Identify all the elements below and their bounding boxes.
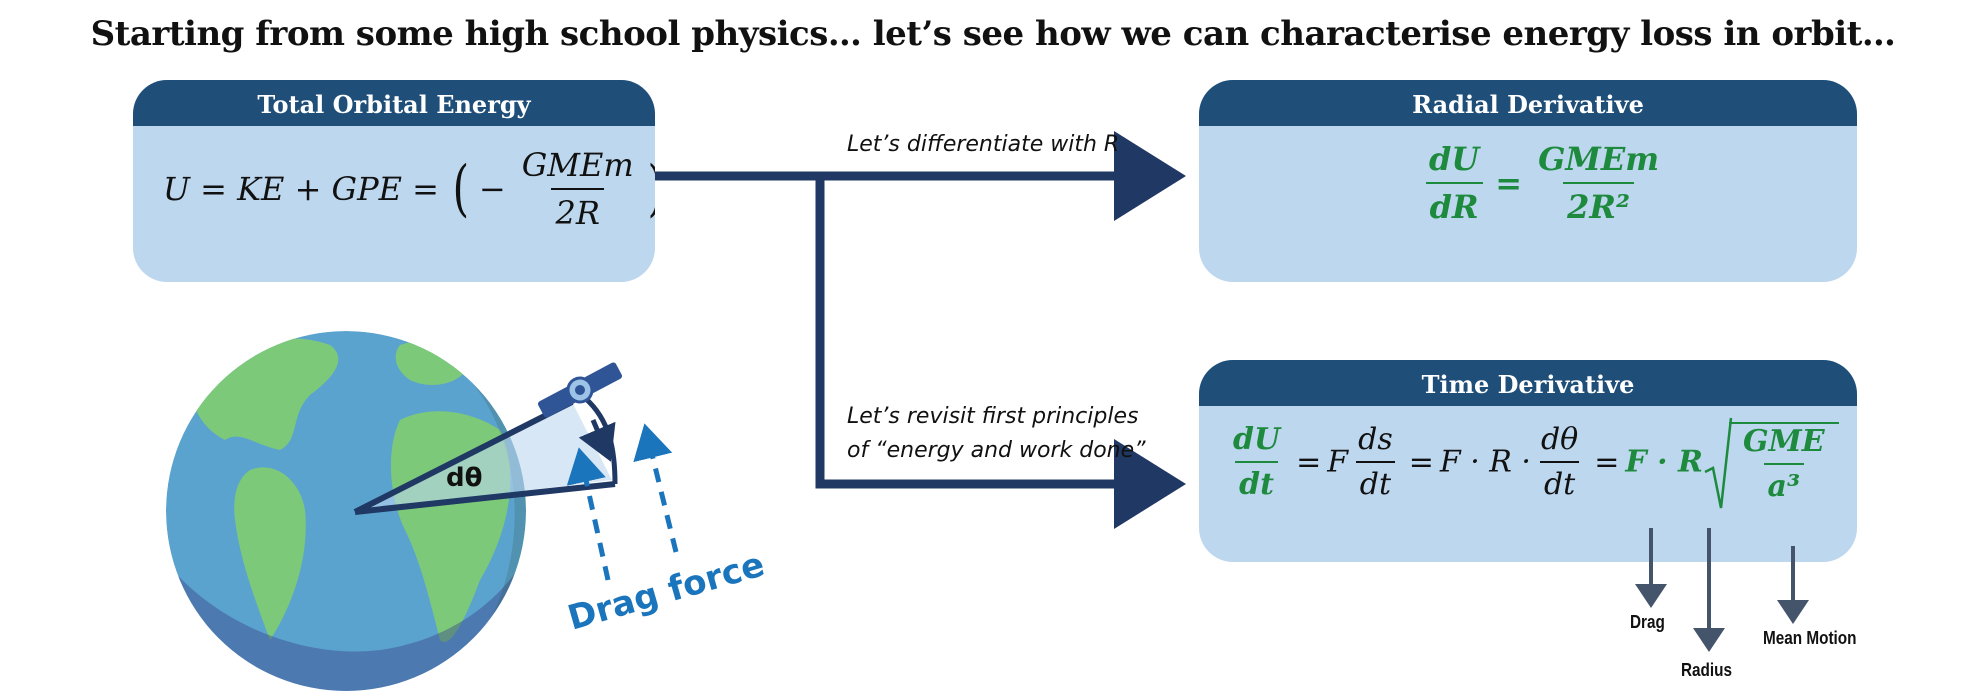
fraction-denominator: 2R <box>551 188 604 232</box>
mean-motion-annotation: Mean Motion <box>1763 628 1857 648</box>
total-energy-header: Total Orbital Energy <box>133 80 655 126</box>
radial-rhs-fraction: GMEm 2R² <box>1534 140 1663 226</box>
earth-globe <box>166 331 526 691</box>
arrow-label-principles-1: Let’s revisit first principles <box>847 404 1139 429</box>
drag-force-arrow-2 <box>633 423 679 553</box>
total-energy-lhs: U = KE + GPE = <box>163 170 439 208</box>
result-prefix: F · R <box>1625 444 1703 480</box>
sqrt-denominator: a³ <box>1763 463 1805 504</box>
south-america-land <box>234 467 306 640</box>
orbit-path-down <box>578 419 616 462</box>
drag-force-label: Drag force <box>563 544 768 638</box>
equals-sign-2: = <box>1408 444 1434 480</box>
total-energy-card: Total Orbital Energy U = KE + GPE = (−GM… <box>133 80 655 282</box>
close-paren: ) <box>647 158 655 220</box>
time-derivative-header: Time Derivative <box>1199 360 1857 406</box>
earth-shadow <box>166 530 526 691</box>
dtheta-dt-fraction: dθ dt <box>1537 422 1582 502</box>
arrow-to-time <box>815 176 1186 529</box>
dt-denominator: dt <box>1235 461 1278 502</box>
sqrt-symbol <box>1704 417 1733 509</box>
force-symbol: F <box>1327 444 1349 480</box>
radial-derivative-card: Radial Derivative dU dR = GMEm 2R² <box>1199 80 1857 282</box>
du-numerator: dU <box>1233 422 1281 457</box>
drag-annotation: Drag <box>1630 612 1665 632</box>
du-dr-fraction: dU dR <box>1425 140 1483 226</box>
ds-numerator: ds <box>1358 422 1393 457</box>
dt-denominator-2: dt <box>1355 461 1396 502</box>
dt-denominator-3: dt <box>1539 461 1580 502</box>
open-paren: ( <box>452 153 470 224</box>
dtheta-numerator: dθ <box>1540 422 1579 457</box>
sqrt-numerator: GME <box>1742 424 1825 459</box>
du-dt-fraction: dU dt <box>1229 422 1284 502</box>
radius-line-1 <box>353 399 574 515</box>
page-title: Starting from some high school physics… … <box>90 14 1896 54</box>
total-energy-fraction: GMEm 2R <box>518 146 638 232</box>
satellite-icon <box>537 362 623 418</box>
equals-sign: = <box>1495 164 1523 202</box>
radial-derivative-equation: dU dR = GMEm 2R² <box>1419 140 1669 226</box>
radial-rhs-numerator: GMEm <box>1538 140 1660 178</box>
radius-line-2 <box>354 481 616 515</box>
f-dot-r: F · R · <box>1439 444 1531 480</box>
ds-dt-fraction: ds dt <box>1354 422 1397 502</box>
drag-force-arrow-1 <box>566 447 611 581</box>
sqrt-term: GME a³ <box>1703 417 1839 509</box>
dtheta-label: dθ <box>446 463 482 493</box>
fraction-numerator: GMEm <box>521 146 634 184</box>
equals-sign: = <box>1296 444 1322 480</box>
equals-sign-3: = <box>1594 444 1620 480</box>
radius-annotation: Radius <box>1681 660 1733 680</box>
total-energy-equation: U = KE + GPE = (−GMEm 2R) <box>163 146 655 232</box>
arrow-label-differentiate: Let’s differentiate with R <box>847 132 1120 157</box>
radial-rhs-denominator: 2R² <box>1563 182 1635 226</box>
du-numerator: dU <box>1429 140 1480 178</box>
dr-denominator: dR <box>1425 182 1483 226</box>
arrow-label-principles-2: of “energy and work done” <box>847 438 1146 463</box>
sqrt-fraction: GME a³ <box>1739 424 1829 504</box>
dtheta-wedge <box>355 402 612 512</box>
radial-derivative-header: Radial Derivative <box>1199 80 1857 126</box>
minus-sign: − <box>478 170 506 208</box>
